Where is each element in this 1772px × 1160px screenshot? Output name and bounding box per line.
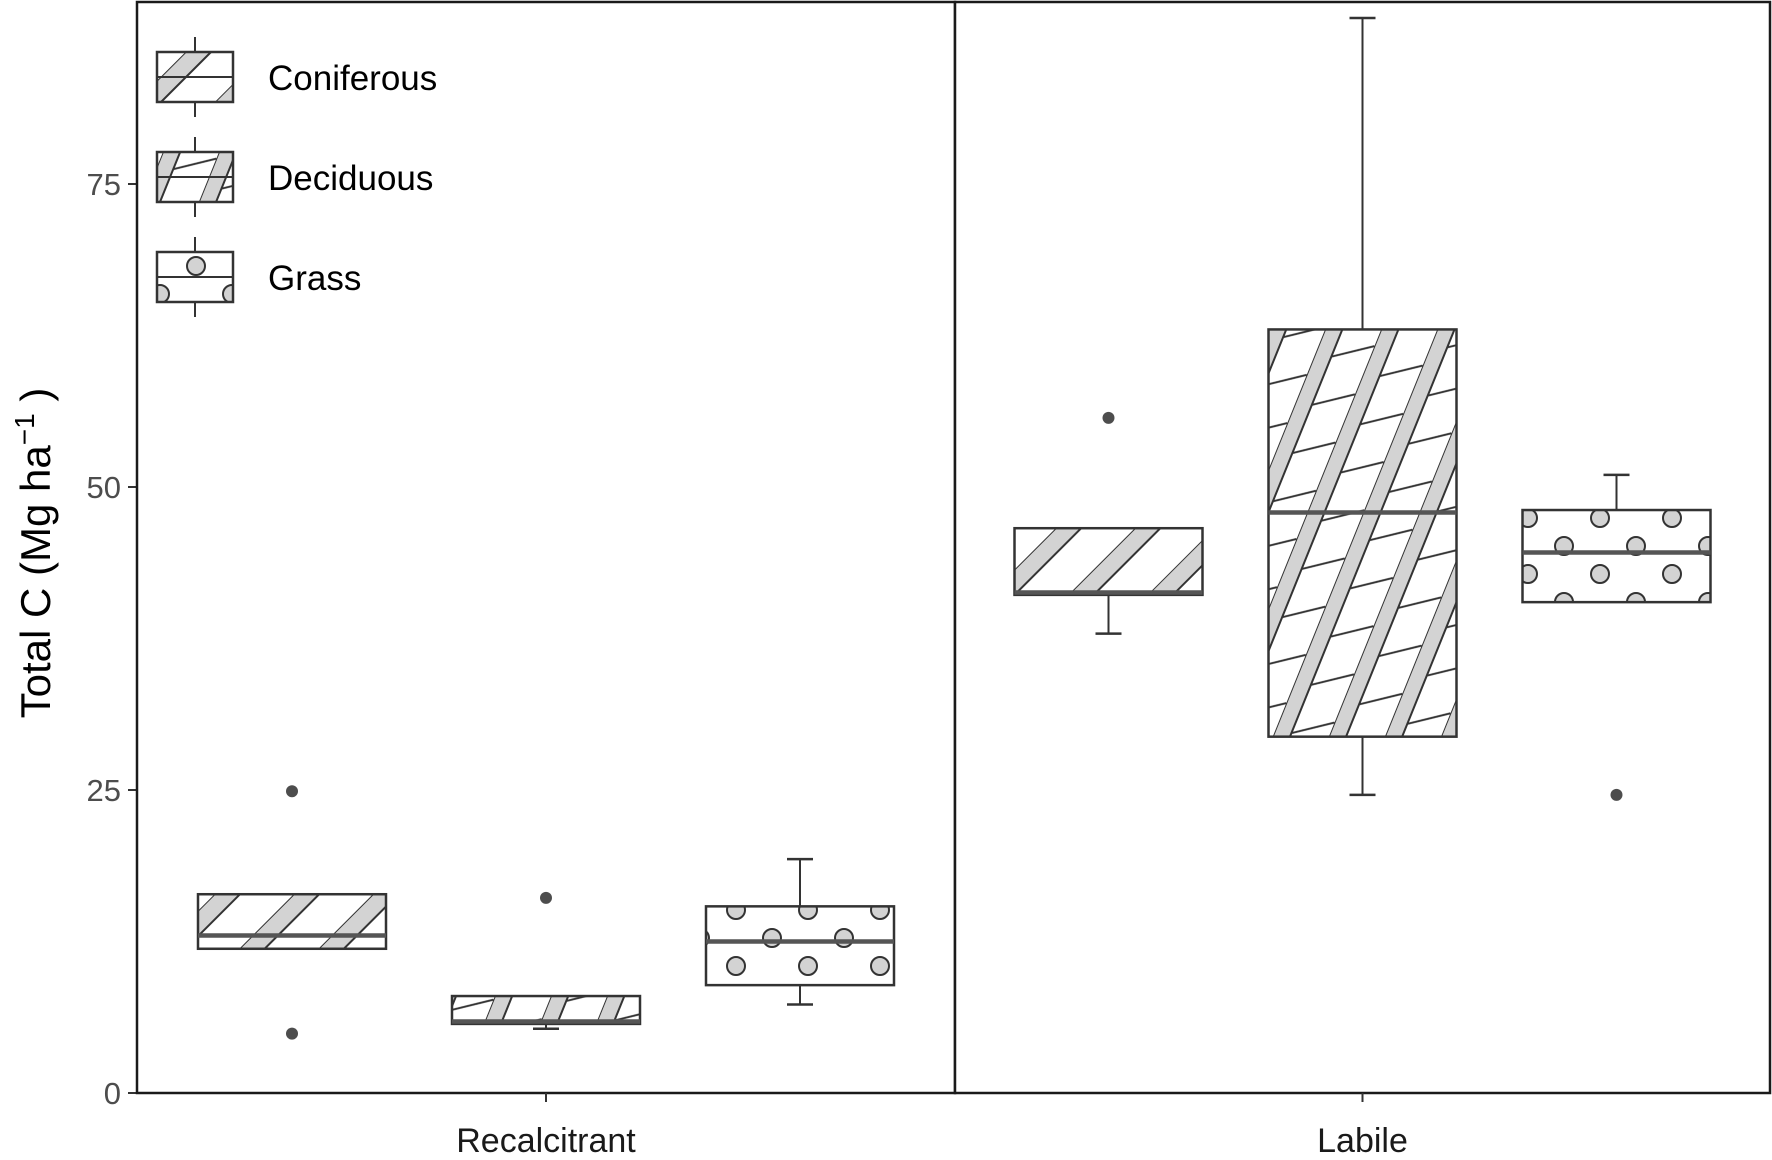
box-iqr	[1521, 508, 1712, 604]
panel-labile: Labile	[953, 0, 1772, 1160]
legend-item-coniferous: Coniferous	[155, 37, 437, 117]
box-iqr	[704, 905, 896, 987]
y-tick-label-25: 25	[87, 773, 121, 808]
y-axis: 0 25 50 75	[87, 167, 137, 1111]
y-tick-label-75: 75	[87, 167, 121, 202]
box-recalcitrant-coniferous	[196, 785, 388, 1040]
outlier-point-0	[1102, 411, 1115, 424]
box-recalcitrant-deciduous	[450, 891, 642, 1031]
legend-label-deciduous: Deciduous	[268, 159, 433, 198]
legend-label-coniferous: Coniferous	[268, 59, 437, 98]
panel-recalcitrant: Recalcitrant	[135, 0, 957, 1160]
outlier-point-0	[1610, 788, 1623, 801]
x-tick-label-recalcitrant: Recalcitrant	[456, 1122, 636, 1160]
box-labile-coniferous	[1013, 411, 1204, 635]
box-iqr	[196, 892, 388, 951]
box-labile-deciduous	[1267, 16, 1458, 797]
y-tick-label-0: 0	[104, 1076, 121, 1111]
box-iqr	[1267, 328, 1458, 738]
outlier-point-1	[286, 1027, 298, 1040]
y-axis-label: Total C (Mg ha−1 )	[9, 388, 59, 719]
y-tick-label-50: 50	[87, 470, 121, 505]
x-tick-label-labile: Labile	[1317, 1122, 1408, 1160]
box-labile-grass	[1521, 473, 1712, 801]
facet-panels: Recalcitrant Labile	[135, 0, 1772, 1160]
outlier-point-0	[540, 891, 552, 904]
legend-item-deciduous: Deciduous	[155, 137, 433, 217]
outlier-point-0	[286, 785, 298, 798]
box-iqr	[1013, 526, 1204, 597]
box-recalcitrant-grass	[704, 857, 896, 1006]
legend-label-grass: Grass	[268, 259, 361, 298]
legend-item-grass: Grass	[155, 237, 361, 317]
